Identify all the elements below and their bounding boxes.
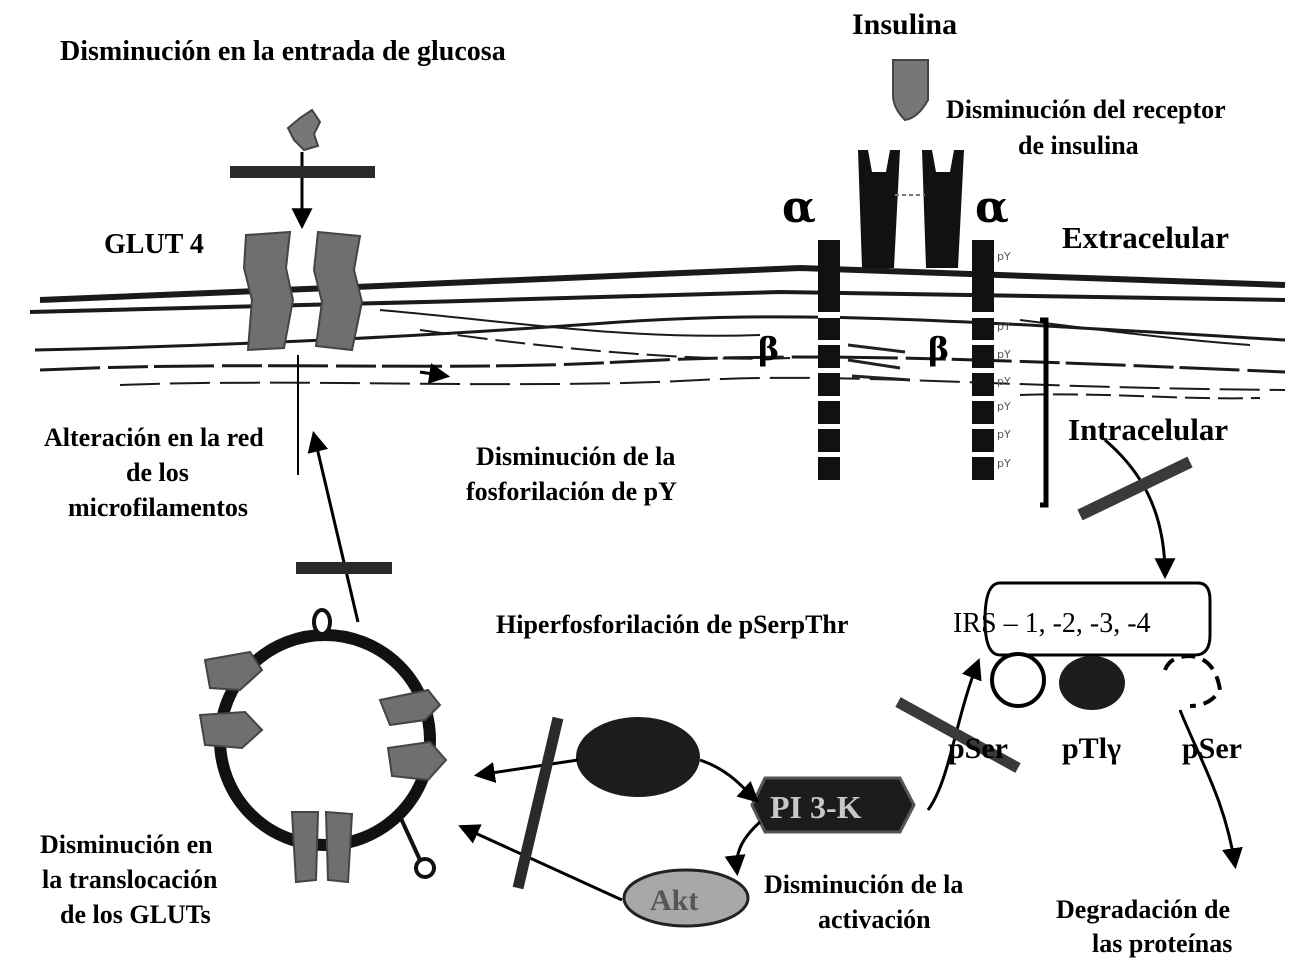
degradation-label-line2: las proteínas: [1092, 929, 1232, 958]
insulin-label: Insulina: [852, 8, 957, 41]
py-phosphorylation-label-line2: fosforilación de pY: [466, 477, 677, 506]
py-marks: pY pY pY pY pY pY pY: [997, 250, 1011, 470]
p85-to-pi3k-arrow: [700, 760, 756, 800]
beta-subunit-marks: [848, 345, 910, 380]
p85-to-vesicle-arrow: [478, 760, 578, 775]
py-mark: pY: [997, 400, 1011, 413]
py-mark: pY: [997, 320, 1011, 333]
pser-right-label: pSer: [1182, 732, 1242, 765]
pthr-node: [1059, 656, 1125, 710]
hyperphosphorylation-label: Hiperfosforilación de pSerpThr: [496, 610, 848, 639]
receptor-to-irs-arrow: [1105, 440, 1165, 575]
akt-label: Akt: [650, 884, 698, 917]
receptor-decrease-label-line1: Disminución del receptor: [946, 95, 1226, 124]
py-mark: pY: [997, 348, 1011, 361]
alpha-left-label: α: [782, 182, 816, 233]
membrane-flow-arrow: [420, 372, 446, 376]
insulin-receptor: [818, 150, 994, 480]
intracellular-label: Intracelular: [1068, 412, 1228, 447]
insulin-molecule-icon: [893, 60, 928, 120]
beta-left-label: β: [758, 330, 779, 368]
receptor-decrease-label-line2: de insulina: [1018, 131, 1139, 160]
py-mark: pY: [997, 375, 1011, 388]
glut-vesicle: [200, 610, 446, 882]
activation-label-line1: Disminución de la: [764, 870, 963, 899]
pser-left-node: [992, 654, 1044, 706]
pi3k-to-akt-arrow: [737, 822, 760, 872]
plasma-membrane: [30, 268, 1285, 398]
glucose-entry-label: Disminución en la entrada de glucosa: [60, 36, 506, 67]
glucose-entry-inhibition-bar: [230, 166, 375, 178]
intracellular-bracket: [1040, 320, 1046, 505]
beta-right-label: β: [928, 330, 949, 368]
activation-label-line2: activación: [818, 905, 931, 934]
akt-to-vesicle-arrow: [462, 827, 622, 900]
glut4-label: GLUT 4: [104, 229, 204, 260]
microfilaments-label-line2: de los: [126, 458, 189, 487]
py-mark: pY: [997, 250, 1011, 263]
microfilament-arrow: [314, 435, 358, 622]
degradation-label-line1: Degradación de: [1056, 895, 1230, 924]
translocation-label-line3: de los GLUTs: [60, 900, 211, 929]
microfilaments-label-line3: microfilamentos: [68, 493, 248, 522]
pser-right-node: [1165, 656, 1220, 706]
pser-left-label: pSer: [948, 732, 1008, 765]
translocation-label-line1: Disminución en: [40, 830, 213, 859]
extracellular-label: Extracelular: [1062, 220, 1229, 255]
glucose-molecule-icon: [288, 110, 320, 150]
py-mark: pY: [997, 428, 1011, 441]
regulatory-subunit-node: [576, 717, 700, 797]
pthr-label: pTlγ: [1062, 732, 1121, 765]
py-mark: pY: [997, 457, 1011, 470]
irs-label: IRS – 1, -2, -3, -4: [953, 608, 1151, 639]
microfilaments-label-line1: Alteración en la red: [44, 423, 264, 452]
microfilament-inhibition-bar: [296, 562, 392, 574]
translocation-label-line2: la translocación: [42, 865, 218, 894]
py-phosphorylation-label-line1: Disminución de la: [476, 442, 675, 471]
alpha-right-label: α: [975, 182, 1009, 233]
pi3k-label: PI 3-K: [770, 789, 862, 825]
